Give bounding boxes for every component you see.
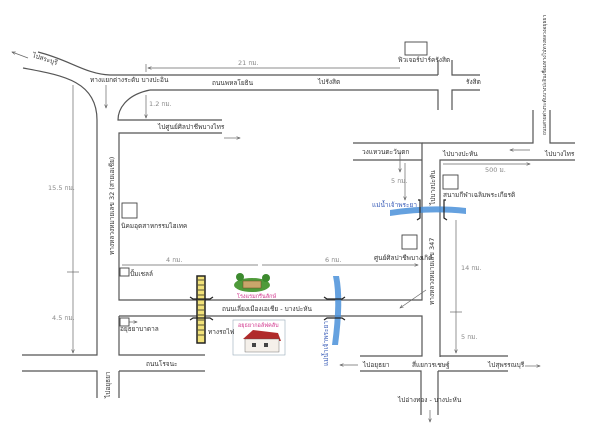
label-4km: 4 กม. xyxy=(166,256,183,264)
label-outer-ring: วงแหวนตะวันตก xyxy=(362,148,409,156)
label-highway-347: ทางหลวงหมายเลข 347 xyxy=(428,238,436,305)
label-500m: 500 ม. xyxy=(485,166,506,174)
roads xyxy=(22,51,575,415)
label-to-angthong: ไปอ่างทอง - บางปะหัน xyxy=(397,396,462,404)
label-to-bang-pahan-top: ไปบางปะหัน xyxy=(442,150,478,158)
label-hospital: อยุธยาบาดาล xyxy=(120,325,159,333)
label-future-park: ฟิวเจอร์ปาร์ครังสิต xyxy=(398,56,450,64)
label-phahonyothin: ถนนพหลโยธิน xyxy=(212,79,254,87)
label-hotel: โรงแรมกรีนลักษ์ xyxy=(237,292,276,300)
label-shooting-range: สนามกีฬาเฉลิมพระเกียรติ xyxy=(443,191,515,199)
shooting-range-box xyxy=(442,174,459,190)
label-river-top: แม่น้ำเจ้าพระยา xyxy=(372,200,417,209)
chao-phraya-river-top xyxy=(390,206,466,216)
label-river-bottom: แม่น้ำเจ้าพระยา xyxy=(321,321,330,366)
label-15-5km: 15.5 กม. xyxy=(48,184,75,192)
arts-center-box xyxy=(401,234,418,250)
hotel-icon xyxy=(234,273,270,292)
label-interchange-road: ถนนสายต่างระดับบางปะอินเชื่อมทางไปทางหลว… xyxy=(541,15,548,135)
label-to-ayutthaya-bottom: ไปอยุธยา xyxy=(362,361,390,369)
label-railway: ทางรถไฟ xyxy=(208,328,235,336)
landmark-boxes xyxy=(119,41,459,356)
shell-box xyxy=(119,267,130,277)
hospital-box xyxy=(119,317,130,327)
label-to-ayutthaya-left: ไปอยุธยา xyxy=(104,371,112,399)
future-park-box xyxy=(404,41,428,56)
map-labels: ไปสระบุรี ทางแยกต่างระดับ บางปะอิน ถนนพห… xyxy=(30,15,574,404)
bridges xyxy=(189,199,448,321)
label-to-suphanburi: ไปสุพรรณบุรี xyxy=(487,361,525,369)
label-to-bang-pahan-vert: ไปบางปะหัน xyxy=(429,170,437,206)
label-shell: ปั้มเชลล์ xyxy=(130,269,153,278)
label-highway-32: ทางหลวงหมายเลข 32 (สายเอเชีย) xyxy=(108,157,116,255)
label-5km-top: 5 กม. xyxy=(391,177,408,185)
rivers xyxy=(332,206,466,345)
label-to-bang-sai: ไปศูนย์ศิลปาชีพบางไทร xyxy=(157,123,225,131)
label-to-bang-sai-right: ไปบางไทร xyxy=(544,150,575,158)
label-golf-club: อยุธยากอล์ฟคลับ xyxy=(238,322,279,329)
label-interchange: ทางแยกต่างระดับ บางปะอิน xyxy=(90,76,169,84)
label-rangsit: รังสิต xyxy=(466,78,481,86)
label-arts-center: ศูนย์ศิลปาชีพบางเกิด xyxy=(374,254,432,262)
label-6km: 6 กม. xyxy=(325,256,342,264)
label-sena-intersection: สี่แยกวรเชษฐ์ xyxy=(412,360,450,369)
label-1-2km: 1.2 กม. xyxy=(149,100,172,108)
chao-phraya-river-bottom xyxy=(332,276,342,345)
label-rojana-road: ถนนโรจนะ xyxy=(146,360,178,368)
hitech-box xyxy=(121,202,138,219)
label-hitech: นิคมอุตสาหกรรมไฮเทค xyxy=(121,222,187,230)
dimension-arrows xyxy=(12,52,540,422)
label-4-5km: 4.5 กม. xyxy=(52,314,75,322)
label-14km: 14 กม. xyxy=(461,264,482,272)
railway xyxy=(196,275,206,344)
label-21km: 21 กม. xyxy=(238,59,259,67)
label-to-rangsit: ไปรังสิต xyxy=(317,78,340,86)
golf-club-icon xyxy=(232,319,286,356)
label-5km-bottom: 5 กม. xyxy=(461,333,478,341)
label-bypass-road: ถนนเลี่ยงเมืองเอเชีย - บางปะหัน xyxy=(222,304,312,313)
